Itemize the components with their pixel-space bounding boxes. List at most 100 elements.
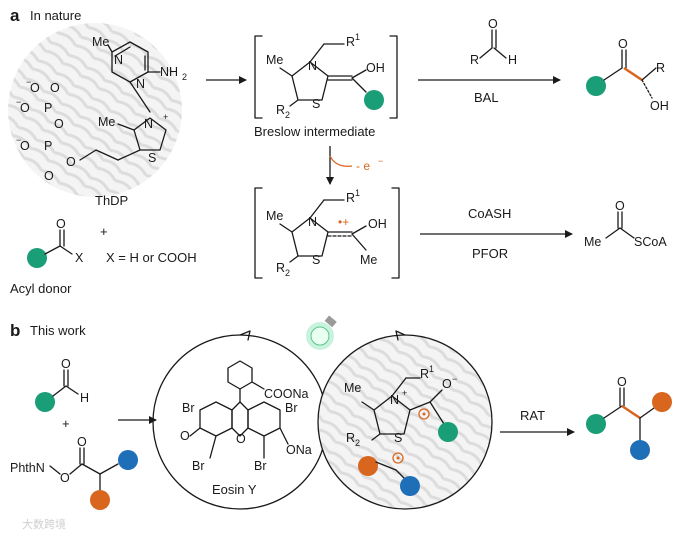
ketone-product: O bbox=[586, 375, 672, 460]
final-orange-ball bbox=[652, 392, 672, 412]
svg-text:O: O bbox=[56, 217, 66, 231]
svg-text:ONa: ONa bbox=[286, 443, 312, 457]
panel-a-letter: a bbox=[10, 6, 20, 25]
svg-text:O: O bbox=[442, 377, 452, 391]
svg-text:Br: Br bbox=[254, 459, 267, 473]
svg-text:Me: Me bbox=[584, 235, 601, 249]
enzyme-blue-ball bbox=[400, 476, 420, 496]
svg-text:R: R bbox=[420, 367, 429, 381]
enzyme-green-ball bbox=[438, 422, 458, 442]
svg-text:Br: Br bbox=[182, 401, 195, 415]
svg-text:R: R bbox=[656, 61, 665, 75]
eosin-y-label: Eosin Y bbox=[212, 482, 257, 497]
aldehyde-reagent-a: R O H bbox=[470, 17, 517, 67]
panel-a-title: In nature bbox=[30, 8, 81, 23]
svg-text:O: O bbox=[617, 375, 627, 389]
svg-text:OH: OH bbox=[368, 217, 387, 231]
acetyl-coa-product: Me O SCoA bbox=[584, 199, 667, 249]
svg-text:X: X bbox=[75, 251, 84, 265]
svg-text:S: S bbox=[312, 253, 320, 267]
acyl-group-green-ball bbox=[27, 248, 47, 268]
nhpi-ester-reagent: PhthN O O bbox=[10, 435, 138, 510]
light-bulb-icon bbox=[306, 315, 337, 350]
nhpi-orange-ball bbox=[90, 490, 110, 510]
svg-text:O: O bbox=[615, 199, 625, 213]
svg-text:N: N bbox=[390, 393, 399, 407]
svg-text:Me: Me bbox=[266, 53, 283, 67]
svg-text:H: H bbox=[80, 391, 89, 405]
enzyme-protein-circle bbox=[8, 23, 182, 197]
svg-text:R: R bbox=[470, 53, 479, 67]
methyl-label: Me bbox=[92, 35, 109, 49]
svg-text:SCoA: SCoA bbox=[634, 235, 667, 249]
svg-text:−: − bbox=[16, 97, 21, 107]
svg-text:Me: Me bbox=[98, 115, 115, 129]
svg-text:−: − bbox=[16, 135, 21, 145]
acyl-donor-label: Acyl donor bbox=[10, 281, 72, 296]
svg-text:•+: •+ bbox=[338, 215, 349, 229]
svg-text:O: O bbox=[20, 101, 30, 115]
svg-text:O: O bbox=[66, 155, 76, 169]
svg-text:Me: Me bbox=[266, 209, 283, 223]
svg-text:O: O bbox=[20, 139, 30, 153]
svg-text:R: R bbox=[346, 35, 355, 49]
svg-text:O: O bbox=[30, 81, 40, 95]
svg-text:1: 1 bbox=[429, 364, 434, 374]
svg-text:OH: OH bbox=[366, 61, 385, 75]
panel-b-title: This work bbox=[30, 323, 86, 338]
svg-text:P: P bbox=[44, 101, 52, 115]
electron-loss-label: - e bbox=[356, 159, 370, 173]
x-definition-label: X = H or COOH bbox=[106, 250, 197, 265]
svg-text:Br: Br bbox=[192, 459, 205, 473]
breslow-green-ball bbox=[364, 90, 384, 110]
aldehyde-green-ball bbox=[35, 392, 55, 412]
svg-text:+: + bbox=[163, 112, 168, 122]
svg-text:2: 2 bbox=[355, 438, 360, 448]
svg-text:NH: NH bbox=[160, 65, 178, 79]
svg-text:O: O bbox=[61, 357, 71, 371]
svg-text:2: 2 bbox=[182, 72, 187, 82]
svg-text:O: O bbox=[488, 17, 498, 31]
svg-text:N: N bbox=[308, 59, 317, 73]
svg-text:2: 2 bbox=[285, 110, 290, 120]
svg-text:O: O bbox=[44, 169, 54, 183]
svg-text:R: R bbox=[276, 261, 285, 275]
svg-text:1: 1 bbox=[355, 188, 360, 198]
enzyme-orange-ball bbox=[358, 456, 378, 476]
svg-text:R: R bbox=[276, 103, 285, 117]
nhpi-blue-ball bbox=[118, 450, 138, 470]
panel-b-letter: b bbox=[10, 321, 20, 340]
svg-text:Me: Me bbox=[360, 253, 377, 267]
breslow-intermediate-label: Breslow intermediate bbox=[254, 124, 375, 139]
svg-text:−: − bbox=[452, 374, 457, 384]
svg-text:R: R bbox=[346, 191, 355, 205]
eosin-y-structure: COONa O Br Br O ONa Br Br bbox=[180, 360, 312, 473]
acyl-donor-structure: O X bbox=[27, 217, 84, 268]
svg-text:OH: OH bbox=[650, 99, 669, 113]
svg-text:+: + bbox=[402, 388, 407, 398]
svg-text:R: R bbox=[346, 431, 355, 445]
svg-text:O: O bbox=[77, 435, 87, 449]
coash-label: CoASH bbox=[468, 206, 511, 221]
svg-text:S: S bbox=[148, 151, 156, 165]
aldehyde-reagent-b: O H bbox=[35, 357, 89, 412]
svg-text:O: O bbox=[618, 37, 628, 51]
svg-text:PhthN: PhthN bbox=[10, 461, 45, 475]
svg-text:2: 2 bbox=[285, 268, 290, 278]
watermark-text: 大数跨境 bbox=[22, 517, 66, 531]
svg-text:N: N bbox=[136, 77, 145, 91]
svg-text:H: H bbox=[508, 53, 517, 67]
plus-sign-a: + bbox=[100, 224, 108, 239]
thdp-label: ThDP bbox=[95, 193, 128, 208]
bal-label: BAL bbox=[474, 90, 499, 105]
svg-text:N: N bbox=[308, 215, 317, 229]
svg-text:1: 1 bbox=[355, 32, 360, 42]
svg-text:Me: Me bbox=[344, 381, 361, 395]
svg-text:O: O bbox=[50, 81, 60, 95]
svg-text:O: O bbox=[60, 471, 70, 485]
